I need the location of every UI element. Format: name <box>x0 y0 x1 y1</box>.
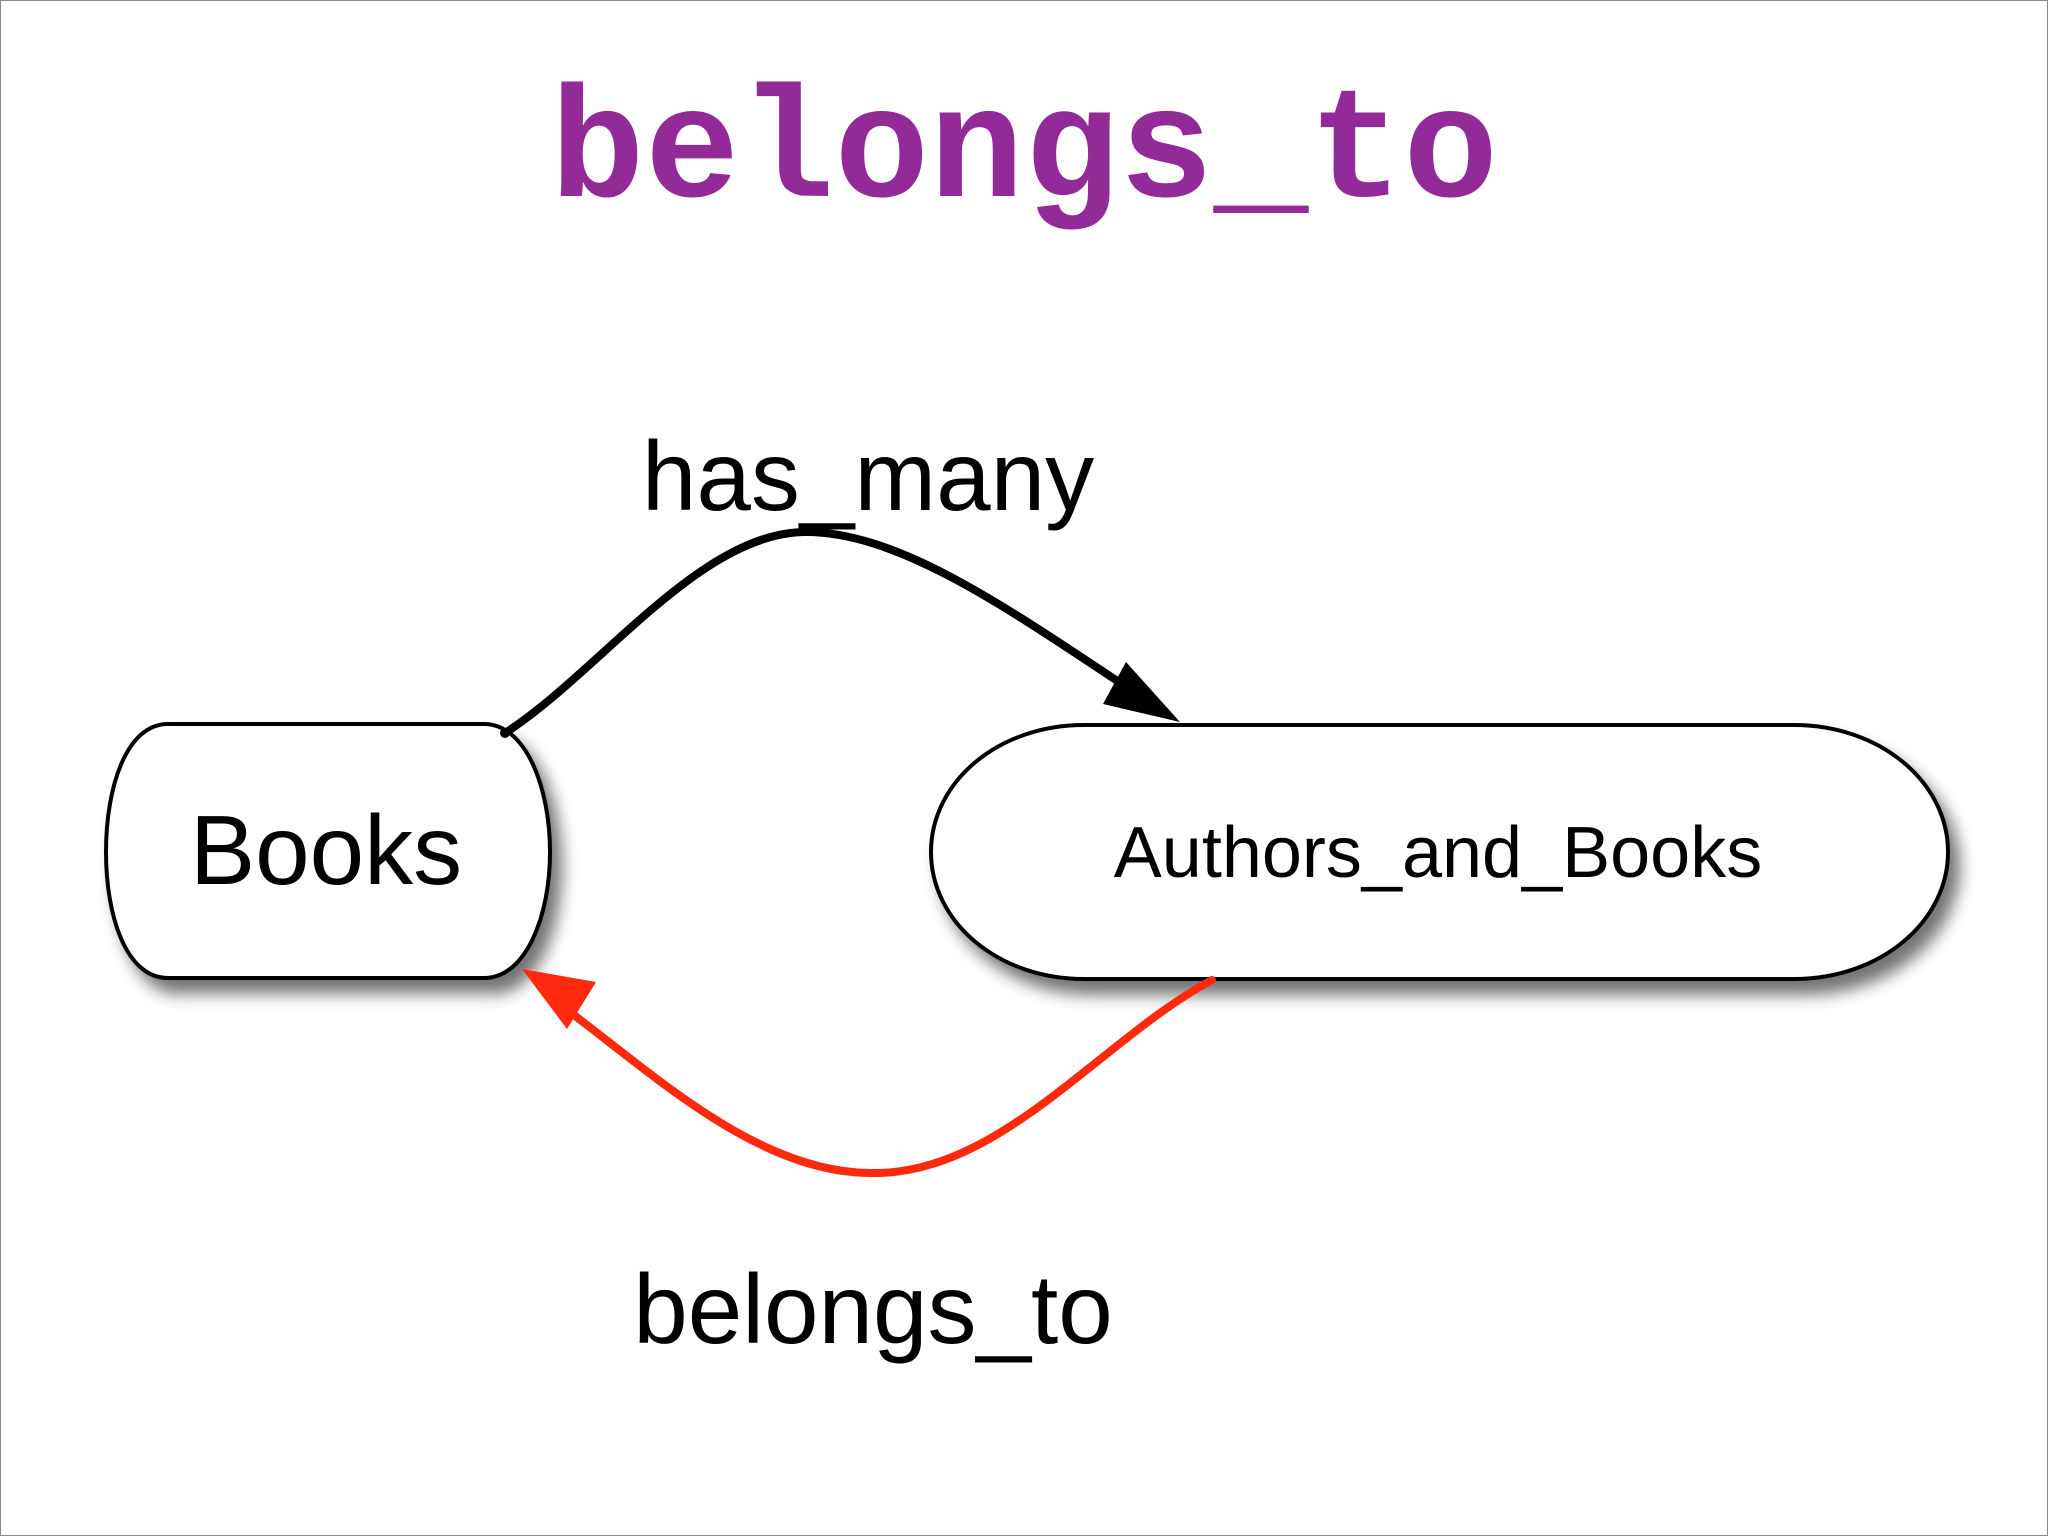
has-many-edge-start <box>500 728 510 738</box>
books-node: Books <box>103 722 553 980</box>
books-node-label: Books <box>190 795 462 905</box>
has-many-edge-line <box>501 527 1132 737</box>
has-many-edge-label: has_many <box>642 421 1094 531</box>
belongs-to-arrowhead <box>522 969 596 1029</box>
authors-and-books-node: Authors_and_Books <box>928 723 1951 981</box>
belongs-to-edge-label: belongs_to <box>633 1254 1113 1364</box>
authors-and-books-node-label: Authors_and_Books <box>1114 813 1762 893</box>
has-many-arrowhead <box>1103 662 1180 722</box>
belongs-to-edge <box>522 969 1216 1178</box>
slide-title: belongs_to <box>549 65 1499 244</box>
belongs-to-edge-line <box>566 976 1216 1178</box>
books-node-shape <box>103 722 553 980</box>
authors-and-books-node-shape <box>928 723 1951 981</box>
has-many-edge <box>500 527 1180 738</box>
